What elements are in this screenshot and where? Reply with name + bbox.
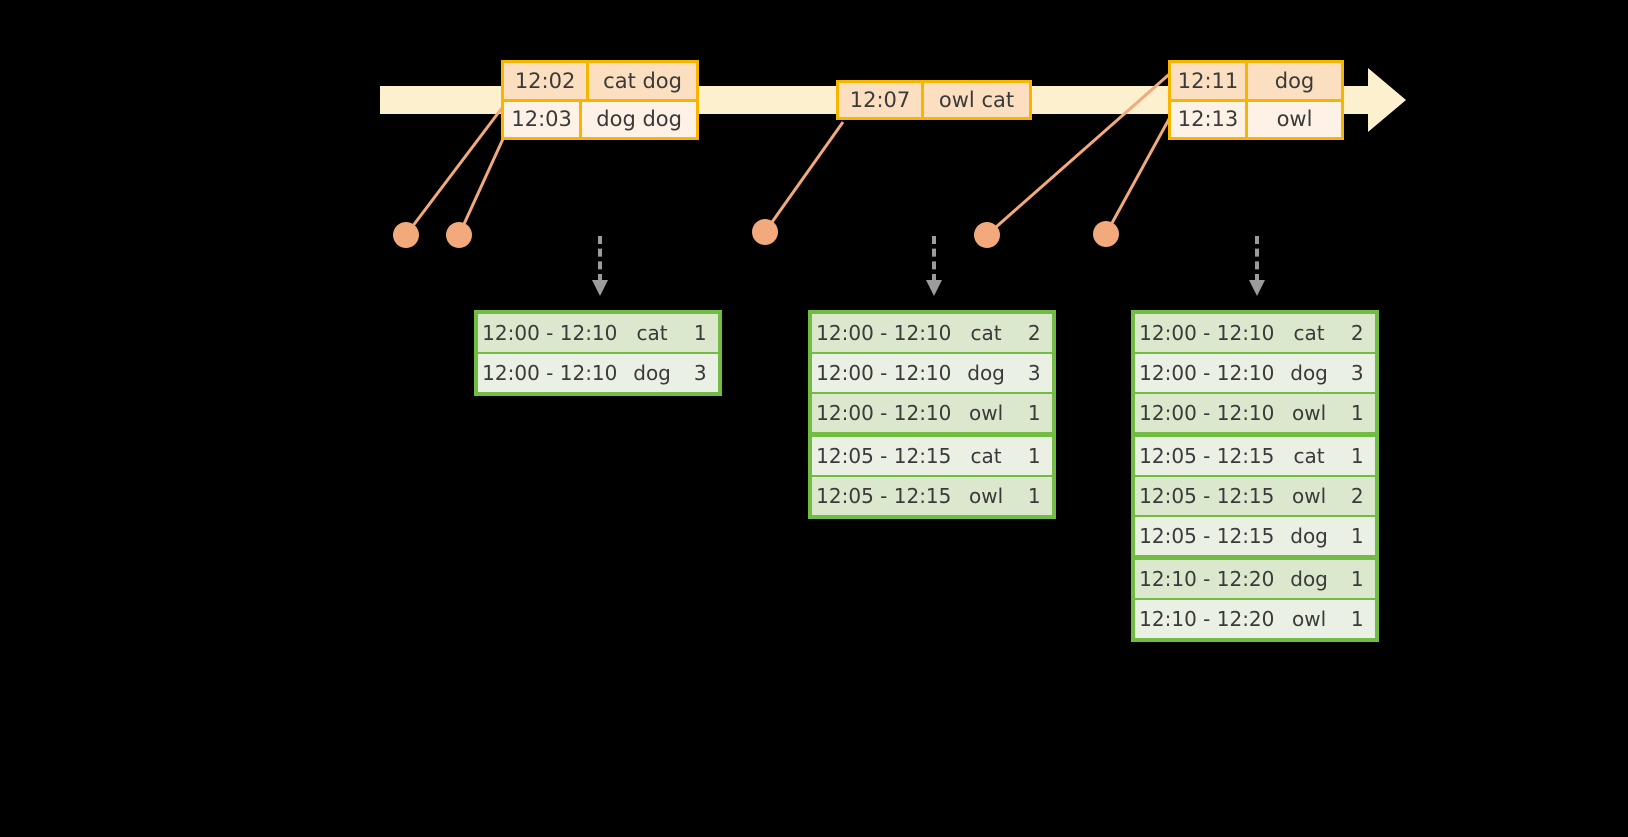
cell-window: 12:05 - 12:15: [812, 477, 956, 515]
cell-key: cat: [1280, 314, 1338, 352]
connector-1-dot: [393, 222, 419, 248]
cell-key: dog: [957, 354, 1015, 392]
cell-key: dog: [1280, 354, 1338, 392]
flow-arrow-1-stem: [598, 236, 602, 282]
event-box-1: 12:02 cat dog 12:03 dog dog: [501, 60, 699, 140]
event-time: 12:03: [504, 101, 583, 137]
event-row: 12:07 owl cat: [839, 83, 1029, 117]
flow-arrow-3-stem: [1255, 236, 1259, 282]
cell-key: dog: [623, 354, 681, 392]
cell-count: 1: [1016, 394, 1052, 432]
cell-count: 2: [1339, 314, 1375, 352]
connector-1-line: [404, 99, 510, 236]
cell-window: 12:10 - 12:20: [1135, 600, 1279, 638]
cell-key: cat: [623, 314, 681, 352]
event-payload: owl cat: [938, 88, 1015, 112]
cell-count: 2: [1339, 477, 1375, 515]
cell-count: 3: [682, 354, 718, 392]
cell-count: 1: [1339, 394, 1375, 432]
cell-count: 1: [1339, 437, 1375, 475]
cell-key: cat: [957, 314, 1015, 352]
event-row: 12:03 dog dog: [504, 98, 696, 137]
cell-window: 12:05 - 12:15: [1135, 437, 1279, 475]
cell-window: 12:00 - 12:10: [812, 394, 956, 432]
timeline-arrowhead-icon: [1368, 68, 1406, 132]
cell-window: 12:00 - 12:10: [812, 314, 956, 352]
event-box-3: 12:11 dog 12:13 owl: [1168, 60, 1344, 140]
event-row: 12:13 owl: [1171, 98, 1341, 137]
connector-4-dot: [974, 222, 1000, 248]
event-row: 12:11 dog: [1171, 63, 1341, 99]
event-box-2: 12:07 owl cat: [836, 80, 1032, 120]
event-time: 12:07: [839, 83, 924, 117]
event-time: 12:13: [1171, 101, 1248, 137]
cell-count: 1: [1339, 517, 1375, 555]
event-payload: dog dog: [596, 107, 682, 132]
flow-arrow-1-head-icon: [592, 280, 608, 296]
cell-window: 12:00 - 12:10: [812, 354, 956, 392]
cell-window: 12:00 - 12:10: [1135, 354, 1279, 392]
connector-2-dot: [446, 222, 472, 248]
cell-count: 3: [1016, 354, 1052, 392]
cell-window: 12:00 - 12:10: [478, 354, 622, 392]
cell-window: 12:05 - 12:15: [1135, 477, 1279, 515]
event-payload: dog: [1274, 68, 1315, 93]
cell-window: 12:05 - 12:15: [1135, 517, 1279, 555]
cell-window: 12:00 - 12:10: [478, 314, 622, 352]
cell-key: owl: [957, 394, 1015, 432]
cell-window: 12:10 - 12:20: [1135, 560, 1279, 598]
cell-window: 12:00 - 12:10: [1135, 314, 1279, 352]
flow-arrow-2-head-icon: [926, 280, 942, 296]
cell-count: 3: [1339, 354, 1375, 392]
event-row: 12:02 cat dog: [504, 63, 696, 99]
cell-count: 1: [1016, 477, 1052, 515]
cell-window: 12:05 - 12:15: [812, 437, 956, 475]
connector-5-dot: [1093, 221, 1119, 247]
cell-count: 1: [1339, 560, 1375, 598]
cell-count: 2: [1016, 314, 1052, 352]
connector-3-line: [763, 121, 845, 233]
connector-2-line: [457, 127, 510, 236]
flow-arrow-2-stem: [932, 236, 936, 282]
cell-key: owl: [1280, 600, 1338, 638]
cell-key: dog: [1280, 560, 1338, 598]
cell-key: owl: [1280, 394, 1338, 432]
flow-arrow-3-head-icon: [1249, 280, 1265, 296]
cell-key: cat: [957, 437, 1015, 475]
cell-key: owl: [1280, 477, 1338, 515]
cell-window: 12:00 - 12:10: [1135, 394, 1279, 432]
cell-key: cat: [1280, 437, 1338, 475]
cell-count: 1: [1339, 600, 1375, 638]
cell-count: 1: [682, 314, 718, 352]
event-time: 12:11: [1171, 63, 1248, 99]
event-payload: cat dog: [603, 68, 682, 93]
cell-count: 1: [1016, 437, 1052, 475]
connector-5-line: [1104, 109, 1176, 235]
connector-3-dot: [752, 219, 778, 245]
event-time: 12:02: [504, 63, 590, 99]
cell-key: dog: [1280, 517, 1338, 555]
event-payload: owl: [1276, 107, 1313, 132]
cell-key: owl: [957, 477, 1015, 515]
